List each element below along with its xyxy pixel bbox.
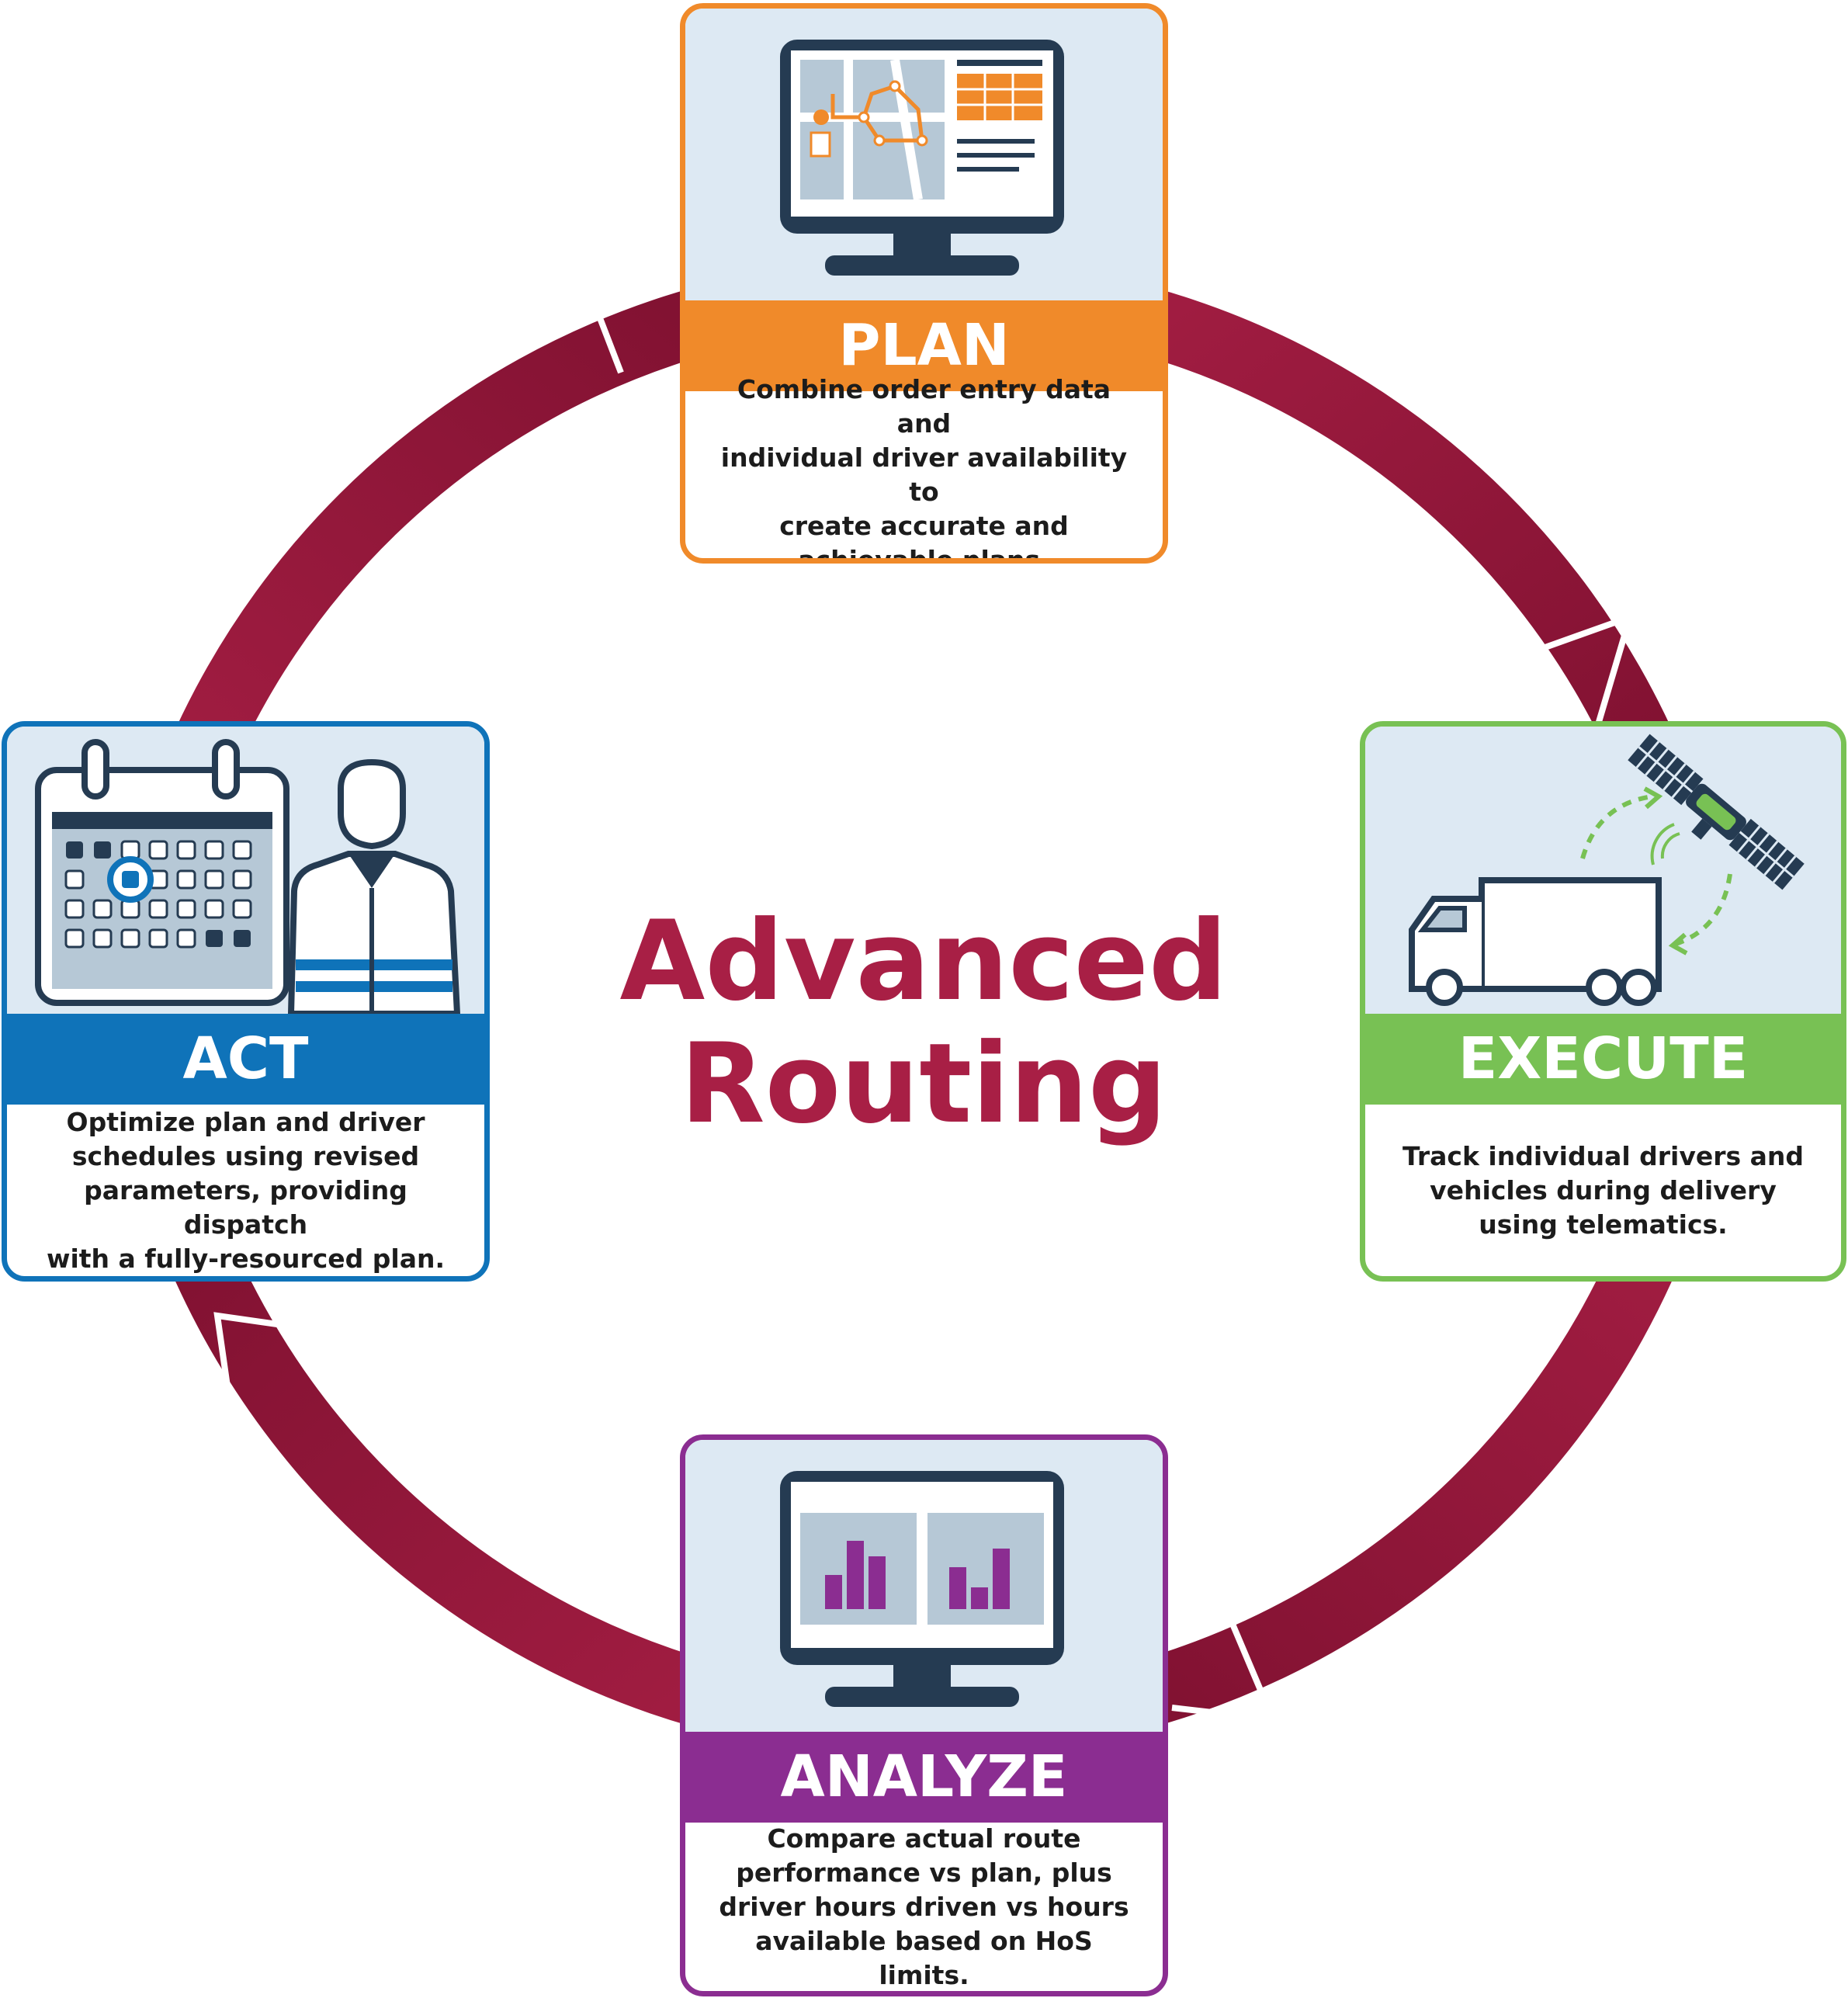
ring-notch-sw [213,1312,327,1425]
plan-description: Combine order entry data and individual … [720,374,1128,564]
act-illustration [7,727,484,1014]
execute-label: EXECUTE [1365,1014,1841,1105]
plan-card: PLAN Combine order entry data and indivi… [680,3,1168,564]
monitor-route-map-icon [780,40,1064,276]
ring-notch-se [1171,1617,1278,1723]
act-card: ACT Optimize plan and driver schedules u… [2,721,490,1282]
analyze-description: Compare actual route performance vs plan… [719,1823,1129,1990]
act-label: ACT [7,1014,484,1105]
diagram-title: Advanced Routing [536,900,1312,1146]
execute-description: Track individual drivers and vehicles du… [1402,1140,1805,1240]
act-description: Optimize plan and driver schedules using… [46,1106,445,1274]
calendar-driver-icon [35,739,461,1014]
analyze-card: ANALYZE Compare actual route performance… [680,1434,1168,1996]
execute-card: EXECUTE Track individual drivers and veh… [1360,721,1846,1282]
truck-satellite-icon [1409,734,1805,1006]
analyze-illustration [685,1440,1163,1732]
plan-label: PLAN [685,300,1163,391]
ring-notch-nw [577,267,684,374]
title-line-2: Routing [680,1020,1167,1148]
title-line-1: Advanced [619,897,1228,1025]
ring-notch-ne [1520,612,1635,723]
monitor-bar-charts-icon [780,1471,1064,1707]
analyze-label: ANALYZE [685,1732,1163,1823]
execute-illustration [1365,727,1841,1014]
plan-illustration [685,9,1163,300]
